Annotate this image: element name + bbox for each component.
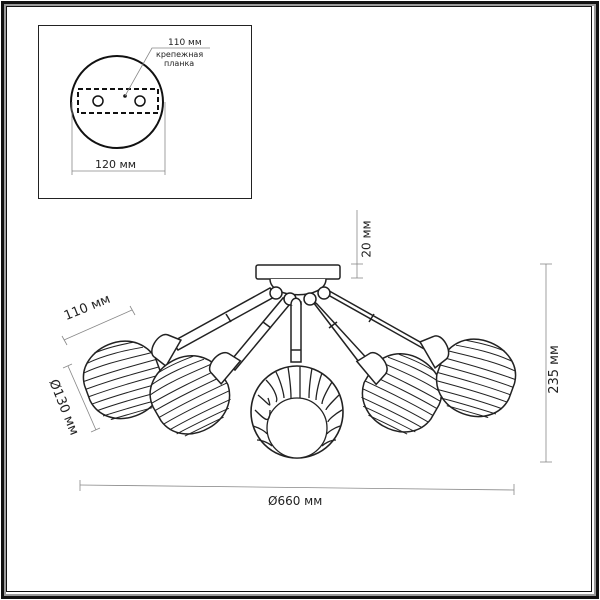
- inner-frame: [6, 6, 592, 592]
- shade-center: [250, 365, 344, 459]
- total-height-dimension: [540, 263, 552, 463]
- bracket-label-line2: планка: [164, 59, 195, 68]
- base-diameter-label: 120 мм: [95, 158, 137, 171]
- total-height-label: 235 мм: [546, 345, 562, 394]
- arm-length-dimension: [61, 305, 136, 346]
- bracket-label-line1: крепежная: [156, 50, 204, 59]
- total-diameter-dimension: [79, 480, 515, 495]
- shade-diameter-dimension: [62, 363, 101, 433]
- arms-drawing: [170, 286, 427, 372]
- outer-frame-stripe: [4, 4, 596, 596]
- canopy-height-dimension: [351, 210, 363, 279]
- canopy-drawing: [255, 264, 341, 296]
- canopy-height-label: 20 мм: [359, 220, 374, 258]
- total-diameter-label: Ø660 мм: [268, 494, 323, 508]
- bracket-length-label: 110 мм: [168, 38, 202, 48]
- mount-plate-drawing: [70, 47, 210, 175]
